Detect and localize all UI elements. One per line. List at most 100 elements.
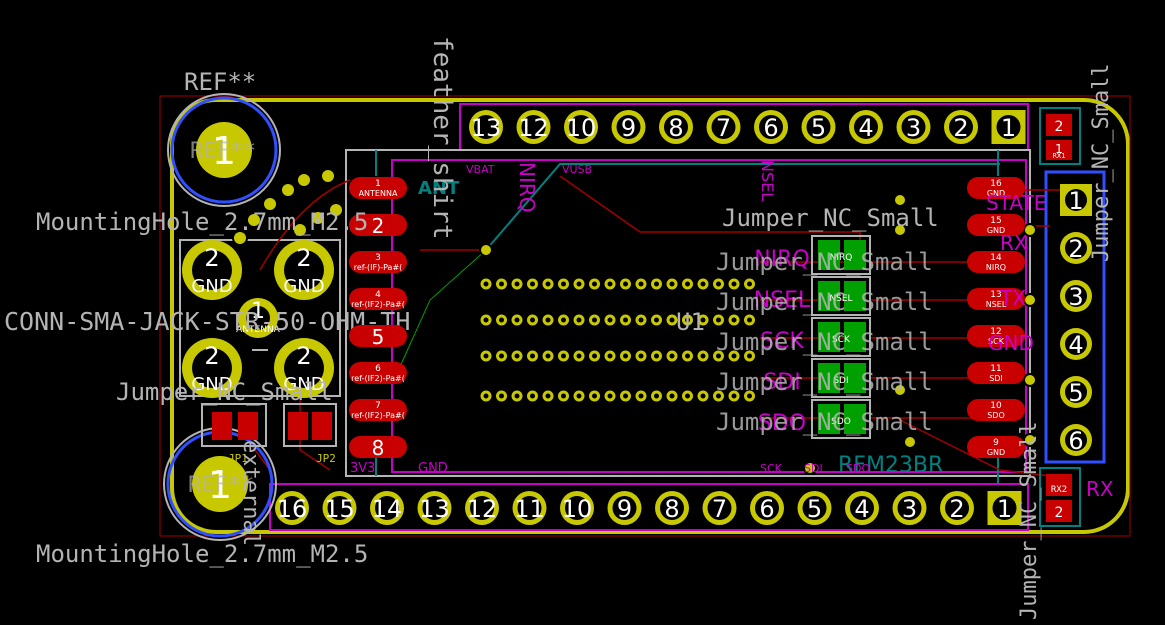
rfm-left-pad-number: 3 — [375, 253, 381, 263]
header-top-pin-5: 5 — [801, 110, 836, 144]
rfm-left-pad-8: 8 — [349, 436, 407, 460]
via-drill — [514, 393, 520, 399]
header-bottom-pin-label: 14 — [372, 495, 403, 523]
via-drill — [576, 393, 582, 399]
header-bottom-pin-8: 8 — [655, 491, 689, 525]
header-bottom-pin-label: 6 — [759, 495, 774, 523]
header-top-pin-6: 6 — [754, 110, 788, 144]
header-right-pin-2: 2 — [1060, 232, 1092, 264]
via-drill — [576, 281, 582, 287]
via-drill — [561, 393, 566, 399]
header-top-pin-label: 9 — [621, 114, 636, 142]
header-top-pin-label: 13 — [471, 114, 502, 142]
via-drill — [747, 353, 752, 359]
rfm-left-pad-number: 7 — [375, 401, 381, 411]
via-drill — [700, 393, 706, 399]
jumper-value-text: Jumper_NC_Small — [716, 288, 933, 316]
via-drill — [716, 393, 721, 399]
via-drill — [576, 317, 582, 323]
rfm-left-pad-2: 2 — [349, 214, 407, 238]
sma-courtyard — [179, 239, 341, 397]
header-bottom-pin-label: 13 — [419, 495, 450, 523]
via-drill — [731, 393, 737, 399]
jumper-pad-label: NIRQ — [830, 253, 853, 263]
jumper-bottom-right-vertical: Jumper_NC_Small — [1017, 421, 1042, 620]
via-drill — [669, 353, 675, 359]
via-drill — [716, 353, 721, 359]
header-bottom-pin-6: 6 — [750, 491, 784, 525]
rfm-left-pads: 1ANTENNA23ref-(IF)-Pa#(4ref-(IF2)-Pa#(56… — [349, 177, 407, 460]
via-drill — [545, 393, 551, 399]
header-top-pin-8: 8 — [659, 110, 693, 144]
via-drill — [669, 317, 675, 323]
rfm-right-pads: 16GND15GND14NIRQ13NSEL12SCK11SDI10SDO9GN… — [967, 177, 1025, 458]
via-drill — [592, 281, 597, 287]
mounting-hole-bottom-pad: 1 — [208, 463, 232, 507]
rfm-left-pad-number: 5 — [372, 325, 385, 349]
header-bottom-pin-label: 15 — [324, 495, 355, 523]
header-bottom-pin-label: 12 — [467, 495, 498, 523]
via-drill — [592, 317, 597, 323]
nirq-vertical: NIRQ — [515, 162, 539, 213]
header-bottom-pin-label: 2 — [949, 495, 964, 523]
via-drill — [592, 353, 597, 359]
via-drill — [638, 393, 644, 399]
rfm-right-pad-number: 9 — [993, 438, 999, 448]
rfm-left-pad-label: ref-(IF2)-Pa#( — [351, 300, 405, 309]
state-label: STATE — [986, 191, 1046, 215]
header-bottom-pin-7: 7 — [702, 491, 737, 525]
ant-label: ANT — [418, 178, 460, 199]
via-drill — [545, 353, 551, 359]
rx-bottom-label: RX — [1086, 477, 1114, 501]
jumper-value-text: Jumper_NC_Small — [716, 248, 933, 276]
header-top-pin-9: 9 — [611, 110, 646, 144]
header-bottom-pin-label: 1 — [997, 495, 1012, 523]
header-bottom-pin-label: 4 — [854, 495, 869, 523]
via-drill — [561, 353, 566, 359]
header-top-pin-label: 4 — [858, 114, 873, 142]
rfm-right-pad-label: NSEL — [986, 300, 1007, 309]
header-right-pin-6: 6 — [1060, 424, 1092, 456]
rfm-left-pad-number: 4 — [375, 290, 381, 300]
header-right-pin-label: 4 — [1068, 331, 1083, 359]
sdo-pin-label: SDO — [846, 462, 870, 475]
sma-pad-number: 2 — [204, 342, 219, 370]
via-drill — [607, 281, 613, 287]
rfm-right-pad-label: SDI — [989, 374, 1003, 383]
header-top-pin-label: 2 — [953, 114, 968, 142]
rfm-left-pad-label: ref-(IF2)-Pa#( — [351, 411, 405, 420]
via-drill — [514, 317, 520, 323]
header-bottom-pin-10: 10 — [560, 491, 594, 525]
header-bottom-pin-16: 16 — [275, 491, 309, 525]
via-drill — [499, 393, 504, 399]
via-drill — [654, 353, 659, 359]
header-bottom-pin-label: 8 — [664, 495, 679, 523]
via-drill — [731, 281, 737, 287]
header-right-pin-label: 5 — [1068, 379, 1083, 407]
header-right-pin-label: 1 — [1068, 187, 1083, 215]
u1-ref: U1 — [676, 308, 705, 336]
header-bottom-pin-14: 14 — [370, 491, 404, 525]
via-drill — [592, 393, 597, 399]
header-bottom-pin-15: 15 — [322, 491, 357, 525]
header-top-pin-4: 4 — [849, 110, 883, 144]
via-drill — [483, 393, 489, 399]
vias-top-left — [232, 168, 1037, 475]
via-drill — [545, 317, 551, 323]
mounting-hole-bottom-ref-inner: REF** — [188, 473, 254, 498]
jumper-left-value: Jumper_NC_Small — [116, 378, 333, 406]
via-drill — [654, 317, 659, 323]
mh-top-value: MountingHole_2.7mm_M2.5 — [36, 208, 368, 236]
gnd-bottom-label: GND — [418, 461, 448, 476]
jumper-value-text: Jumper_NC_Small — [716, 408, 933, 436]
rfm-right-pad-label: GND — [987, 226, 1005, 235]
jumper-value-text: Jumper_NC_Small — [716, 368, 933, 396]
